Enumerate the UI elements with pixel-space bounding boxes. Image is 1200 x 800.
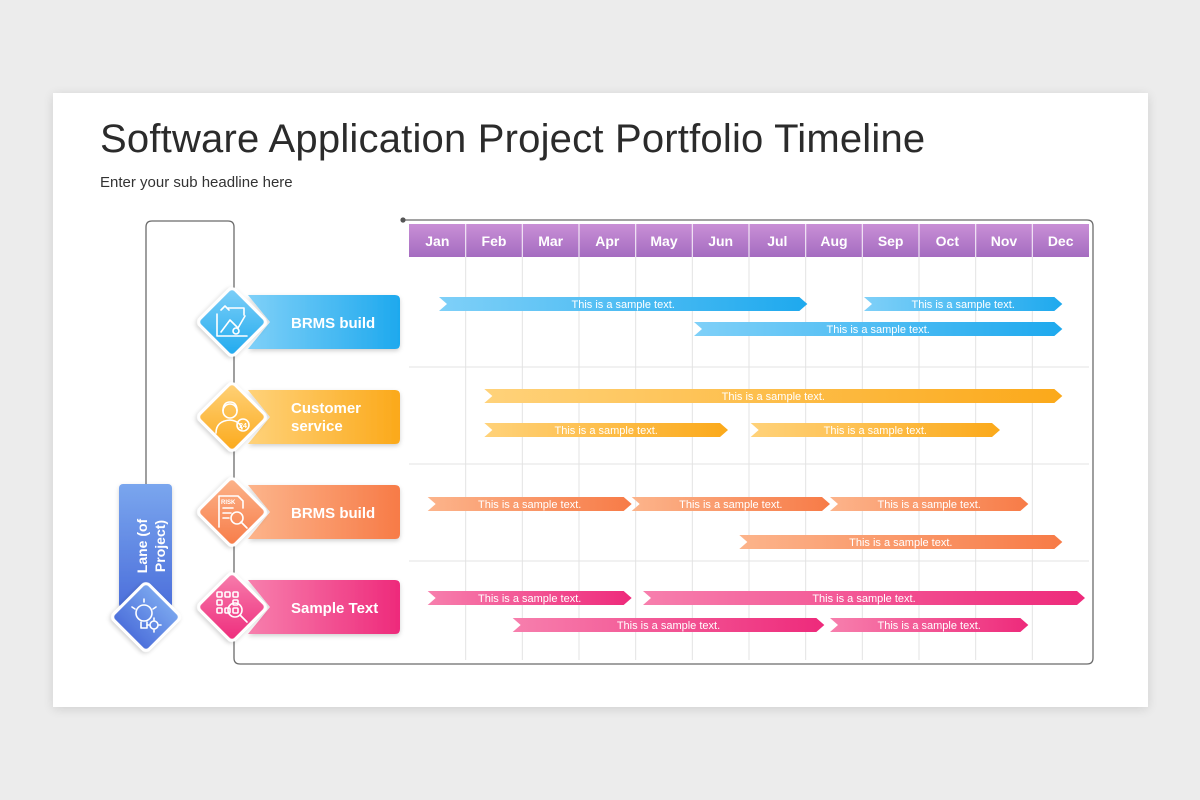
timeline-bar-label: This is a sample text. — [478, 593, 581, 605]
timeline-bar-label: This is a sample text. — [722, 391, 825, 403]
timeline-bar-label: This is a sample text. — [827, 324, 930, 336]
lane-label-tab-2: BRMS build — [248, 485, 400, 539]
lane-label-background — [248, 485, 400, 539]
timeline-bar-shape — [427, 591, 632, 605]
lane-label-tab-3: Sample Text — [248, 580, 400, 634]
timeline-bar-label: This is a sample text. — [812, 593, 915, 605]
lightbulb-gear-icon — [131, 598, 162, 633]
lane-diamond-1: 24 — [197, 382, 267, 452]
lane-label-text: BRMS build — [291, 505, 375, 522]
month-label-jan: Jan — [425, 233, 449, 249]
page-title: Software Application Project Portfolio T… — [100, 117, 926, 161]
timeline-bar-shape — [830, 618, 1029, 632]
timeline-bar: This is a sample text. — [427, 591, 632, 605]
timeline-bar: This is a sample text. — [830, 497, 1029, 511]
timeline-bar: This is a sample text. — [830, 618, 1029, 632]
lane-label-tab-0: BRMS build — [248, 295, 400, 349]
lane-of-project-block — [119, 484, 172, 608]
timeline-bar: This is a sample text. — [643, 591, 1085, 605]
month-label-jul: Jul — [767, 233, 787, 249]
risk-document-icon: RISK — [218, 495, 248, 529]
timeline-bar-shape — [739, 535, 1063, 549]
month-label-sep: Sep — [878, 233, 904, 249]
timeline-bar-label: This is a sample text. — [849, 537, 952, 549]
month-label-apr: Apr — [595, 233, 620, 249]
timeline-bar-shape — [864, 297, 1063, 311]
month-label-may: May — [650, 233, 677, 249]
timeline-bar-label: This is a sample text. — [572, 299, 675, 311]
page-subtitle: Enter your sub headline here — [100, 174, 293, 191]
lane-of-project-diamond — [111, 582, 181, 652]
lane-label-text: Sample Text — [291, 600, 378, 617]
month-label-dec: Dec — [1048, 233, 1074, 249]
timeline-bar-label: This is a sample text. — [824, 425, 927, 437]
timeline-bar-label: This is a sample text. — [912, 299, 1015, 311]
timeline-bar-shape — [694, 322, 1063, 336]
timeline-bar-shape — [631, 497, 830, 511]
analytics-search-icon — [216, 591, 248, 623]
timeline-bar-shape — [484, 389, 1063, 403]
month-label-feb: Feb — [482, 233, 507, 249]
timeline-bar-shape — [484, 423, 728, 437]
timeline-bar-label: This is a sample text. — [878, 620, 981, 632]
timeline-bar-shape — [750, 423, 1000, 437]
timeline-bar-shape — [427, 497, 632, 511]
blueprint-icon — [216, 305, 248, 337]
timeline-bar: This is a sample text. — [484, 389, 1063, 403]
svg-text:24: 24 — [239, 423, 247, 430]
timeline-bar: This is a sample text. — [864, 297, 1063, 311]
timeline-bar-label: This is a sample text. — [878, 499, 981, 511]
month-label-oct: Oct — [936, 233, 960, 249]
lane-diamond-3 — [197, 572, 267, 642]
timeline-bar: This is a sample text. — [750, 423, 1000, 437]
month-label-jun: Jun — [708, 233, 733, 249]
lane-diamond-2: RISK — [197, 477, 267, 547]
timeline-bar-label: This is a sample text. — [478, 499, 581, 511]
svg-text:RISK: RISK — [221, 500, 236, 506]
lane-label-background — [248, 390, 400, 444]
frame-start-dot — [400, 217, 406, 223]
timeline-bar-shape — [643, 591, 1085, 605]
timeline-bar-label: This is a sample text. — [679, 499, 782, 511]
support-agent-icon: 24 — [215, 401, 250, 434]
timeline-bar: This is a sample text. — [739, 535, 1063, 549]
timeline-bar: This is a sample text. — [427, 497, 632, 511]
timeline-bar: This is a sample text. — [439, 297, 808, 311]
timeline-bar: This is a sample text. — [631, 497, 830, 511]
month-label-mar: Mar — [538, 233, 563, 249]
timeline-bar-shape — [439, 297, 808, 311]
timeline-frame-line — [145, 219, 1094, 665]
lane-label-text: BRMS build — [291, 315, 375, 332]
month-label-nov: Nov — [991, 233, 1018, 249]
timeline-bar-shape — [512, 618, 825, 632]
timeline-bar-shape — [830, 497, 1029, 511]
timeline-bar: This is a sample text. — [512, 618, 825, 632]
month-label-aug: Aug — [820, 233, 847, 249]
timeline-bar-label: This is a sample text. — [555, 425, 658, 437]
lane-label-background — [248, 580, 400, 634]
timeline-bar: This is a sample text. — [484, 423, 728, 437]
timeline-bar: This is a sample text. — [694, 322, 1063, 336]
lane-label-background — [248, 295, 400, 349]
lane-diamond-0 — [197, 287, 267, 357]
timeline-bar-label: This is a sample text. — [617, 620, 720, 632]
